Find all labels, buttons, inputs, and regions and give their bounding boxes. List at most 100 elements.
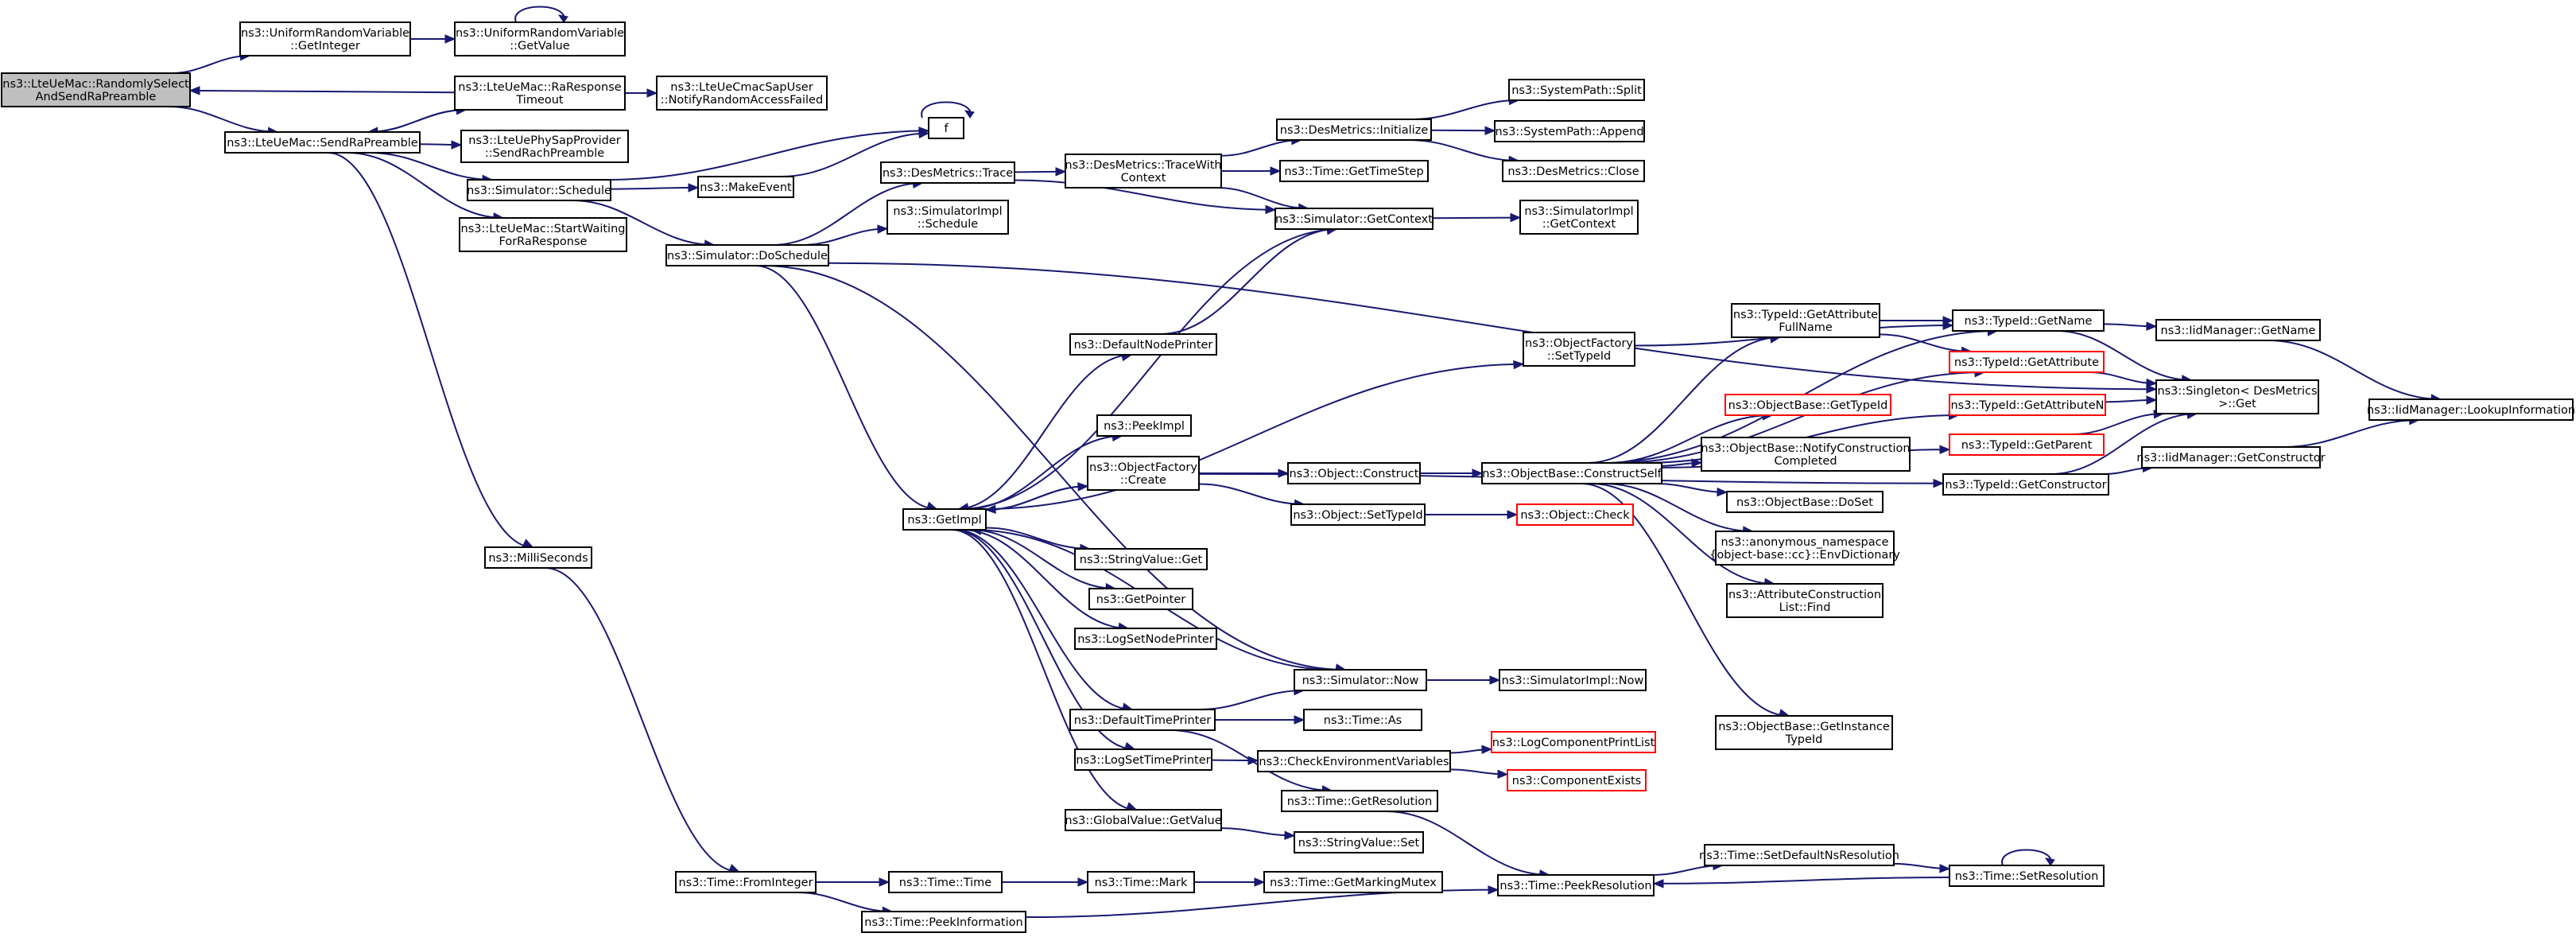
node-getmarkmutex[interactable]: ns3::Time::GetMarkingMutex [1263, 871, 1443, 893]
call-edge-dstracewith-to-gettimestep [1221, 166, 1282, 176]
call-edge-tidgetname-to-iidgetname [2103, 321, 2158, 331]
node-tidgetattrn[interactable]: ns3::TypeId::GetAttributeN [1949, 394, 2106, 416]
node-obnotify[interactable]: ns3::ObjectBase::NotifyConstructionCompl… [1701, 437, 1911, 472]
node-iidgetname[interactable]: ns3::IidManager::GetName [2155, 319, 2321, 341]
node-label: ns3::Object::Check [1520, 509, 1630, 522]
node-gvgetval[interactable]: ns3::GlobalValue::GetValue [1065, 809, 1222, 831]
node-label: ::Schedule [918, 218, 978, 231]
node-dsclose[interactable]: ns3::DesMetrics::Close [1502, 160, 1645, 182]
node-setdefns[interactable]: ns3::Time::SetDefaultNsResolution [1699, 844, 1899, 866]
call-edge-sendrapre-to-raresp [367, 105, 467, 133]
node-label: f [944, 122, 949, 135]
node-objcheck[interactable]: ns3::Object::Check [1516, 503, 1634, 526]
node-label: Completed [1774, 455, 1837, 468]
node-label: ForRaResponse [499, 235, 588, 248]
node-simimplsched[interactable]: ns3::SimulatorImpl::Schedule [886, 200, 1009, 235]
node-strvalget[interactable]: ns3::StringValue::Get [1074, 548, 1208, 570]
node-compexists[interactable]: ns3::ComponentExists [1507, 769, 1647, 791]
node-label: ns3::DesMetrics::Close [1507, 165, 1639, 178]
node-syssplit[interactable]: ns3::SystemPath::Split [1508, 79, 1645, 101]
node-obconstructself[interactable]: ns3::ObjectBase::ConstructSelf [1481, 462, 1662, 484]
node-getimpl[interactable]: ns3::GetImpl [902, 508, 987, 531]
node-label: ns3::Simulator::DoSchedule [667, 250, 828, 262]
node-label: ns3::DesMetrics::Trace [883, 167, 1013, 180]
call-edge-tidgetattrfull-to-tidgetname [1880, 316, 1954, 325]
node-urv-getval[interactable]: ns3::UniformRandomVariable::GetValue [454, 21, 626, 56]
node-sendrapre[interactable]: ns3::LteUeMac::SendRaPreamble [224, 131, 421, 154]
node-timegetres[interactable]: ns3::Time::GetResolution [1281, 790, 1438, 812]
node-setres[interactable]: ns3::Time::SetResolution [1949, 865, 2105, 887]
node-checkenv[interactable]: ns3::CheckEnvironmentVariables [1257, 750, 1451, 772]
node-strvalset[interactable]: ns3::StringValue::Set [1294, 831, 1424, 853]
node-peekres[interactable]: ns3::Time::PeekResolution [1497, 874, 1655, 896]
node-ofcreate[interactable]: ns3::ObjectFactory::Create [1087, 456, 1200, 491]
node-objconstruct[interactable]: ns3::Object::Construct [1287, 462, 1421, 484]
node-label: ns3::LogSetTimePrinter [1076, 754, 1210, 767]
call-edge-getimpl-to-ofsettypeid [983, 360, 1525, 510]
call-edge-ofcreate-to-objsettypeid [1198, 483, 1305, 509]
node-millisec[interactable]: ns3::MilliSeconds [484, 546, 592, 569]
node-sysappend[interactable]: ns3::SystemPath::Append [1494, 120, 1645, 142]
node-timeas[interactable]: ns3::Time::As [1303, 709, 1422, 731]
node-singleton[interactable]: ns3::Singleton< DesMetrics>::Get [2155, 379, 2319, 414]
node-tidgetctor[interactable]: ns3::TypeId::GetConstructor [1942, 473, 2109, 496]
node-label: ns3::LteUeMac::RaResponse [458, 81, 621, 94]
call-edge-urv_getval-to-urv_getval [514, 6, 568, 23]
node-peekinfo[interactable]: ns3::Time::PeekInformation [861, 911, 1026, 933]
node-tidgetattr[interactable]: ns3::TypeId::GetAttribute [1949, 351, 2105, 373]
call-edge-tidgetattr-to-singleton [2089, 371, 2158, 388]
node-simgetctx[interactable]: ns3::Simulator::GetContext [1274, 208, 1433, 230]
node-iidlookup[interactable]: ns3::IidManager::LookupInformation [2367, 399, 2575, 421]
node-dsinit[interactable]: ns3::DesMetrics::Initialize [1276, 119, 1432, 141]
node-makeevent[interactable]: ns3::MakeEvent [697, 176, 794, 198]
node-iidgetctor[interactable]: ns3::IidManager::GetConstructor [2136, 446, 2326, 468]
node-label: ns3::LteUeMac::SendRaPreamble [227, 137, 418, 150]
node-timemark[interactable]: ns3::Time::Mark [1087, 871, 1195, 893]
node-simnow[interactable]: ns3::Simulator::Now [1294, 669, 1427, 691]
node-deftimeprinter[interactable]: ns3::DefaultTimePrinter [1069, 709, 1216, 731]
node-logsetnode[interactable]: ns3::LogSetNodePrinter [1074, 628, 1217, 650]
node-simimplgetctx[interactable]: ns3::SimulatorImpl::GetContext [1519, 200, 1639, 235]
node-gettimestep[interactable]: ns3::Time::GetTimeStep [1279, 160, 1429, 182]
node-label: ns3::TypeId::GetConstructor [1945, 479, 2106, 492]
call-edge-defnodeprinter-to-simgetctx [1160, 226, 1338, 335]
node-objsettypeid[interactable]: ns3::Object::SetTypeId [1290, 503, 1426, 526]
node-anonenv[interactable]: ns3::anonymous_namespace{object-base::cc… [1709, 531, 1900, 566]
node-label: ns3::DefaultTimePrinter [1074, 714, 1211, 727]
node-peekimpl[interactable]: ns3::PeekImpl [1096, 414, 1192, 437]
node-urv-getint[interactable]: ns3::UniformRandomVariable::GetInteger [239, 21, 411, 56]
node-dosched[interactable]: ns3::Simulator::DoSchedule [665, 244, 829, 266]
node-ofsettypeid[interactable]: ns3::ObjectFactory::SetTypeId [1523, 332, 1635, 367]
call-edge-fromint-to-timetime [815, 877, 890, 887]
node-logsettime[interactable]: ns3::LogSetTimePrinter [1074, 748, 1212, 771]
call-edge-setres-to-peekres [1652, 877, 1950, 888]
node-label: ns3::TypeId::GetParent [1961, 439, 2093, 452]
node-root[interactable]: ns3::LteUeMac::RandomlySelectAndSendRaPr… [1, 72, 191, 107]
node-timetime[interactable]: ns3::Time::Time [888, 871, 1003, 893]
node-obdoset[interactable]: ns3::ObjectBase::DoSet [1726, 491, 1884, 513]
node-label: ns3::Time::PeekInformation [864, 916, 1022, 929]
node-tidgetparent[interactable]: ns3::TypeId::GetParent [1949, 434, 2105, 456]
node-fromint[interactable]: ns3::Time::FromInteger [675, 871, 817, 893]
node-label: ns3::StringValue::Get [1080, 554, 1203, 566]
call-edge-deftimeprinter-to-timeas [1215, 715, 1305, 725]
node-label: ns3::SimulatorImpl::Now [1502, 675, 1644, 687]
node-tidgetname[interactable]: ns3::TypeId::GetName [1952, 309, 2105, 332]
node-notifyrand[interactable]: ns3::LteUeCmacSapUser::NotifyRandomAcces… [656, 76, 828, 111]
node-logcompprint[interactable]: ns3::LogComponentPrintList [1491, 731, 1656, 753]
node-schedule[interactable]: ns3::Simulator::Schedule [467, 179, 611, 201]
node-simimplnow[interactable]: ns3::SimulatorImpl::Now [1499, 669, 1647, 691]
call-edge-setdefns-to-setres [1893, 862, 1951, 873]
node-dstrace[interactable]: ns3::DesMetrics::Trace [880, 161, 1015, 184]
node-defnodeprinter[interactable]: ns3::DefaultNodePrinter [1069, 333, 1217, 356]
node-sendrach[interactable]: ns3::LteUePhySapProvider::SendRachPreamb… [460, 130, 629, 163]
node-getpointer[interactable]: ns3::GetPointer [1088, 588, 1193, 610]
node-f[interactable]: f [928, 117, 964, 139]
node-obgettypeid[interactable]: ns3::ObjectBase::GetTypeId [1724, 394, 1891, 416]
